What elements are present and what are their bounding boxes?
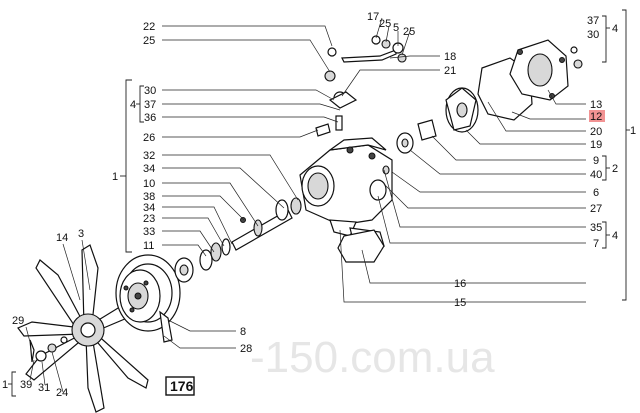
label-4-a[interactable]: 4: [612, 23, 618, 35]
label-22[interactable]: 22: [143, 21, 155, 33]
impeller-drawing: [445, 87, 491, 133]
label-30-b[interactable]: 30: [144, 85, 156, 97]
label-7[interactable]: 7: [593, 238, 599, 250]
cover-drawing: [509, 39, 583, 101]
label-1-bottom[interactable]: 1: [2, 379, 8, 391]
pump-body-drawing: [299, 137, 393, 247]
label-11[interactable]: 11: [143, 240, 154, 252]
label-30-a[interactable]: 30: [587, 29, 599, 41]
label-36[interactable]: 36: [144, 112, 156, 124]
figure-number-box: [165, 376, 195, 396]
label-37-a[interactable]: 37: [587, 15, 599, 27]
braces: [8, 9, 630, 397]
label-8[interactable]: 8: [240, 326, 246, 338]
label-3[interactable]: 3: [78, 228, 84, 240]
label-6[interactable]: 6: [593, 187, 599, 199]
pulley-drawing: [115, 254, 181, 343]
figure-number: 176: [170, 378, 194, 394]
label-25-a[interactable]: 25: [143, 35, 155, 47]
label-19[interactable]: 19: [590, 139, 602, 151]
label-31[interactable]: 31: [38, 382, 50, 394]
leader-lines: [25, 17, 586, 393]
label-18[interactable]: 18: [444, 51, 456, 63]
label-13[interactable]: 13: [590, 99, 602, 111]
label-4-c[interactable]: 4: [612, 230, 618, 242]
small-parts-drawing: [29, 336, 68, 363]
label-1-left[interactable]: 1: [112, 171, 118, 183]
shaft-assembly-drawing: [174, 197, 302, 283]
label-27[interactable]: 27: [590, 203, 602, 215]
pipe-drawing: [315, 35, 407, 137]
label-38[interactable]: 38: [143, 191, 155, 203]
label-16[interactable]: 16: [454, 278, 466, 290]
label-9[interactable]: 9: [593, 155, 599, 167]
label-23[interactable]: 23: [143, 213, 155, 225]
label-26[interactable]: 26: [143, 132, 155, 144]
label-15[interactable]: 15: [454, 297, 466, 309]
label-21[interactable]: 21: [444, 65, 456, 77]
label-35[interactable]: 35: [590, 222, 602, 234]
label-4-b[interactable]: 4: [130, 99, 136, 111]
label-17[interactable]: 17: [367, 11, 379, 23]
label-25-c[interactable]: 25: [403, 26, 415, 38]
gasket-drawing: [337, 229, 385, 263]
label-25-b[interactable]: 25: [379, 18, 391, 30]
label-33[interactable]: 33: [143, 226, 155, 238]
label-34-a[interactable]: 34: [143, 163, 155, 175]
label-14[interactable]: 14: [56, 232, 68, 244]
highlight-box: [589, 110, 605, 122]
label-39[interactable]: 39: [20, 379, 32, 391]
label-37-b[interactable]: 37: [144, 99, 156, 111]
label-24[interactable]: 24: [56, 387, 68, 399]
bearing-drawing: [382, 119, 437, 175]
watermark-text: -150.com.ua: [250, 333, 495, 382]
label-29[interactable]: 29: [12, 315, 24, 327]
label-34-b[interactable]: 34: [143, 202, 155, 214]
label-2[interactable]: 2: [612, 163, 618, 175]
label-40[interactable]: 40: [590, 169, 602, 181]
label-32[interactable]: 32: [143, 150, 155, 162]
label-12[interactable]: 12: [590, 111, 602, 123]
label-28[interactable]: 28: [240, 343, 252, 355]
label-20[interactable]: 20: [590, 126, 602, 138]
label-1-right[interactable]: 1: [630, 125, 636, 137]
label-10[interactable]: 10: [143, 178, 155, 190]
label-5[interactable]: 5: [393, 22, 399, 34]
